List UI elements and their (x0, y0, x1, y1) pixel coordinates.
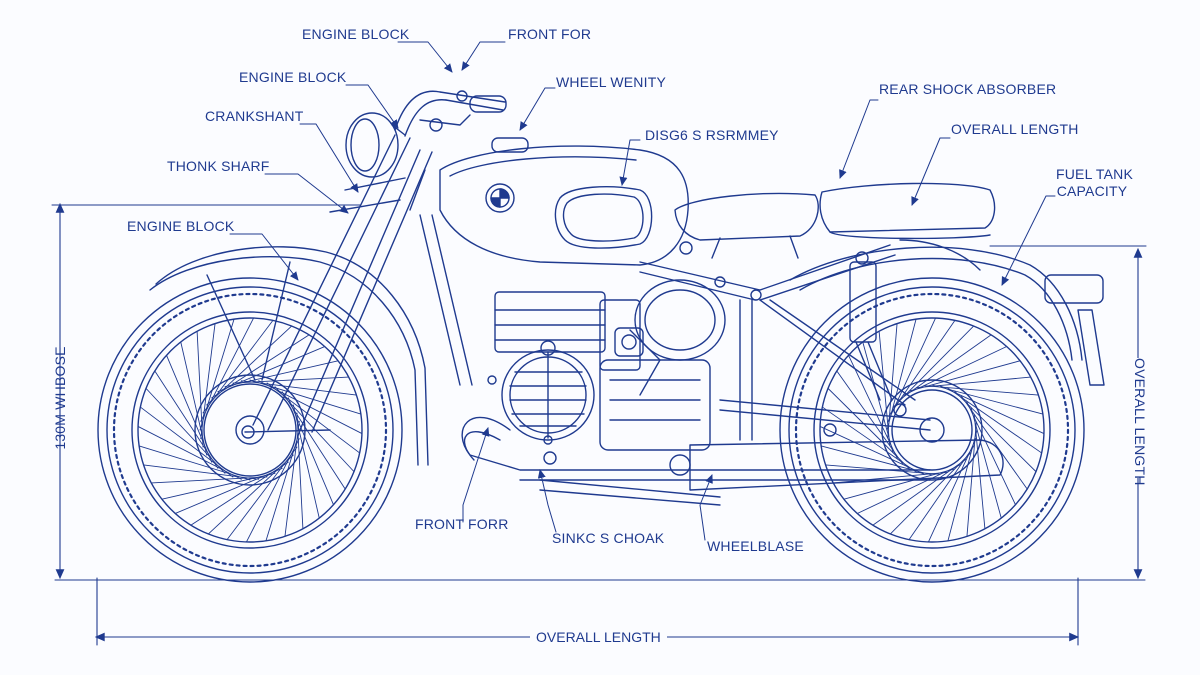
label-thonk-share: THONK SHARF (167, 158, 270, 174)
rear-fender (789, 246, 1105, 386)
handlebar (394, 90, 507, 137)
label-fuel-tank-capacity: CAPACITY (1056, 183, 1128, 199)
frame (409, 169, 931, 441)
dimension-left-vertical: 130M WHBOSE (52, 346, 68, 450)
label-engine-block-third: ENGINE BLOCK (127, 218, 235, 234)
label-fuel-tank: FUEL TANK (1056, 166, 1134, 182)
label-wheel-wenity: WHEEL WENITY (556, 74, 666, 90)
seat (674, 182, 996, 259)
label-wheelblase: WHEELBLASE (707, 538, 804, 554)
dimension-overall-length-bottom: OVERALL LENGTH (530, 629, 667, 645)
label-engine-block-top: ENGINE BLOCK (302, 26, 410, 42)
label-front-for: FRONT FOR (508, 26, 592, 42)
engine (487, 279, 726, 451)
leader-lines (229, 41, 1056, 541)
label-overall-length-top: OVERALL LENGTH (951, 121, 1079, 137)
label-front-forr: FRONT FORR (415, 516, 509, 532)
spoke (966, 421, 977, 537)
dimension-right-vertical: OVERALL LENGTH (1132, 358, 1148, 486)
front-fender (149, 246, 429, 466)
rear-wheel (779, 277, 1085, 583)
label-sinkc-choak: SINKC S CHOAK (552, 530, 665, 546)
front-wheel (97, 277, 403, 583)
headlight (345, 112, 406, 178)
label-rear-shock-absorber: REAR SHOCK ABSORBER (879, 81, 1057, 97)
spoke (973, 414, 986, 530)
rear-shock (849, 239, 981, 401)
spoke (284, 420, 300, 537)
label-crankshant: CRANKSHANT (205, 108, 304, 124)
label-engine-block-second: ENGINE BLOCK (239, 69, 347, 85)
fuel-tank (439, 137, 689, 266)
exhaust (461, 416, 1004, 506)
label-disg6: DISG6 S RSRMMEY (645, 127, 779, 143)
